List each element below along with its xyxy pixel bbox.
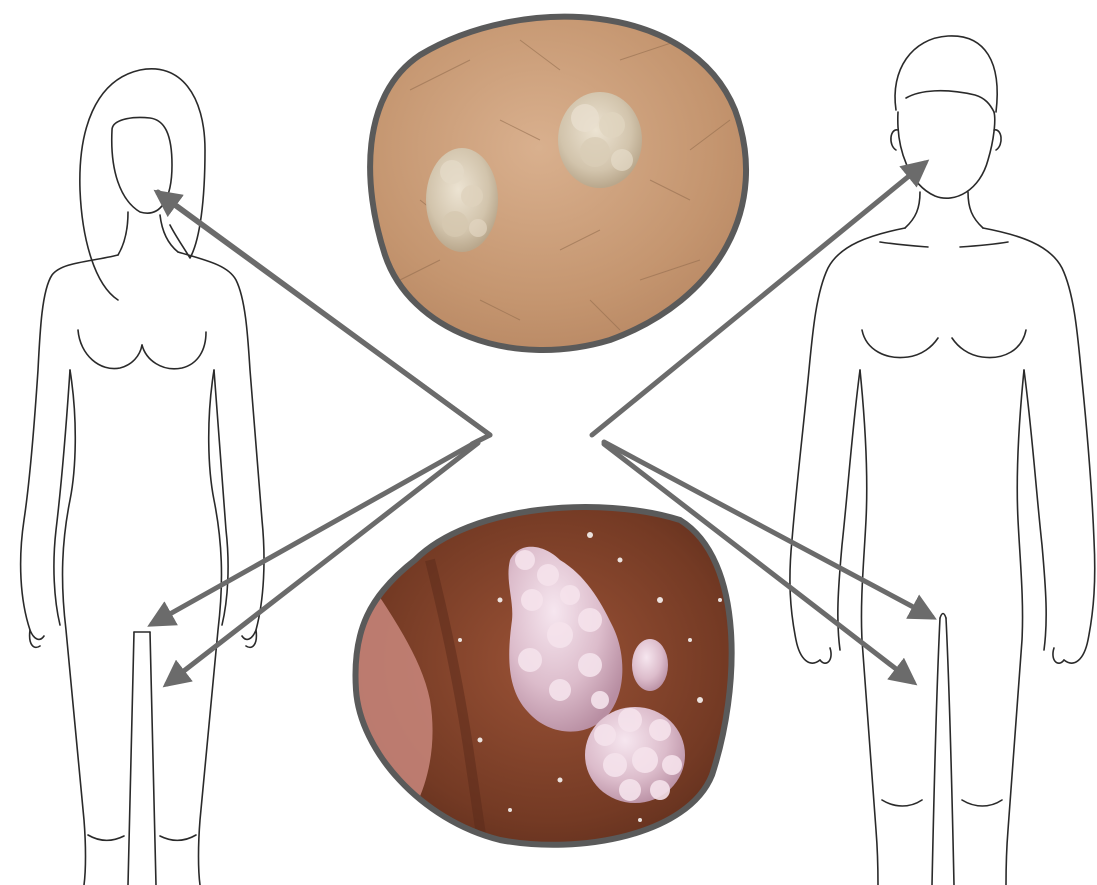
lesion-cluster-lower [585,707,685,803]
lesion-small [426,148,498,252]
female-body-outline [21,69,264,885]
lesion-large [558,92,642,188]
inset-bottom [340,490,760,870]
inset-top [350,0,770,370]
male-body-outline [790,36,1095,885]
